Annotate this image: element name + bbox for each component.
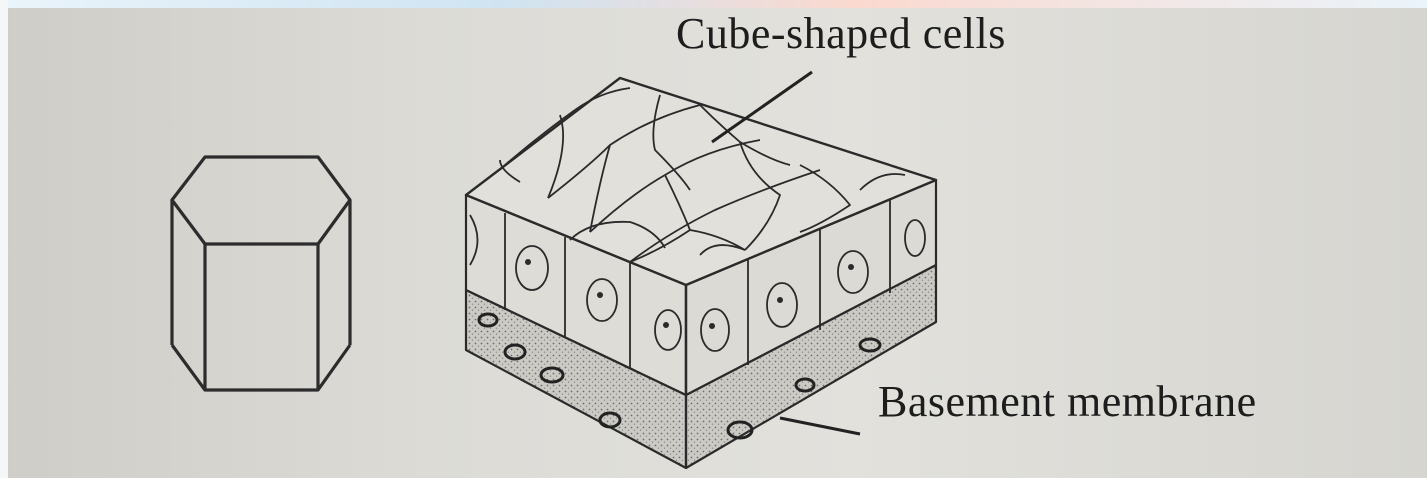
top-cell-face: [464, 76, 938, 287]
basement-membrane-leader-line: [779, 416, 861, 436]
cube-cells-leader-line: [711, 70, 813, 144]
cuboidal-epithelium-block: [464, 76, 938, 470]
membrane-cell-nuclei: [477, 312, 882, 440]
hexagonal-prism-shape: [170, 155, 352, 392]
apical-cell-borders: [499, 87, 906, 263]
right-face-nucleoli: [709, 264, 854, 329]
left-page-edge: [0, 0, 8, 478]
basement-membrane-label: Basement membrane: [878, 377, 1257, 426]
right-face-cells: [700, 199, 926, 365]
cube-shaped-cells-label: Cube-shaped cells: [676, 9, 1006, 58]
left-face-cells: [469, 213, 682, 368]
top-color-band: [0, 0, 1427, 8]
left-face-nucleoli: [525, 259, 669, 328]
